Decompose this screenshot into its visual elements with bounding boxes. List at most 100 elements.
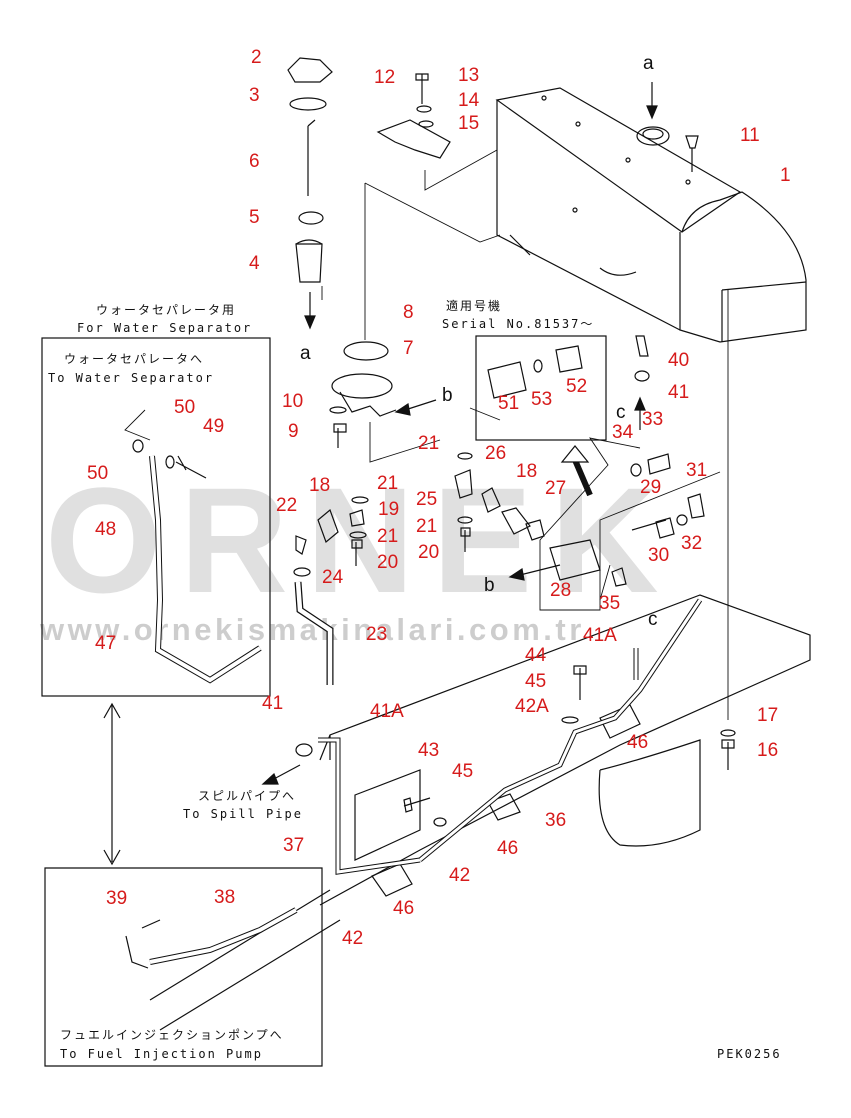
nipple-27: [525, 519, 545, 541]
part-label-18a: 18: [309, 475, 331, 496]
hose-38: [149, 907, 298, 965]
note-water-sep-title-jp: ウォータセパレータ用: [96, 303, 237, 317]
tube-23: [294, 581, 334, 685]
part-label-32: 32: [681, 533, 703, 554]
water-sep-hose: [149, 455, 262, 684]
part-label-21b: 21: [377, 473, 399, 494]
note-fuel-pump-jp: フュエルインジェクションポンプへ: [60, 1028, 284, 1042]
bracket: [376, 119, 451, 159]
view-letter-c-top: c: [616, 402, 626, 423]
pipe-41A: [318, 648, 639, 875]
doc-code: PEK0256: [717, 1047, 782, 1061]
bolt-9: [333, 423, 347, 448]
part-label-36: 36: [545, 810, 567, 831]
part-label-10: 10: [282, 391, 304, 412]
part-label-3: 3: [249, 85, 260, 106]
washer-10: [329, 406, 347, 414]
part-label-20a: 20: [377, 552, 399, 573]
gasket: [289, 97, 327, 111]
pipe-36: [418, 598, 703, 862]
part-label-21d: 21: [416, 516, 438, 537]
washer-21a: [351, 496, 369, 504]
part-label-21c: 21: [377, 526, 399, 547]
part-label-41a: 41: [668, 382, 690, 403]
connector-35: [611, 567, 627, 587]
part-label-14: 14: [458, 90, 480, 111]
part-label-42b: 42: [342, 928, 364, 949]
bolt-16: [721, 739, 735, 770]
part-label-52: 52: [566, 376, 588, 397]
ring-34: [630, 463, 642, 477]
view-letter-a-left: a: [300, 343, 311, 364]
part-label-6: 6: [249, 151, 260, 172]
part-label-20b: 20: [418, 542, 440, 563]
washer-21c: [457, 452, 473, 460]
part-label-2: 2: [251, 47, 262, 68]
part-label-31: 31: [686, 460, 708, 481]
double-arrow: [103, 702, 121, 866]
view-letter-c-bottom: c: [648, 609, 658, 630]
elbow-19: [349, 509, 365, 527]
serial-parts: [487, 345, 583, 399]
part-label-1: 1: [780, 165, 791, 186]
o-ring: [298, 211, 324, 225]
part-label-9: 9: [288, 421, 299, 442]
eyebolt-39: [125, 919, 161, 969]
part-label-16: 16: [757, 740, 779, 761]
dip-gauge: [307, 119, 316, 196]
cap-41-top: [634, 370, 650, 382]
nipple-26: [481, 487, 501, 513]
part-label-5: 5: [249, 207, 260, 228]
washer-50: [132, 439, 175, 469]
fuel-pump-inset-frame: [44, 867, 323, 1067]
part-label-37: 37: [283, 835, 305, 856]
filler-cap: [287, 57, 333, 83]
part-label-44: 44: [525, 645, 547, 666]
serial-inset-frame: [475, 335, 607, 441]
view-letter-b-bottom: b: [484, 575, 495, 596]
part-label-41b: 41: [262, 693, 284, 714]
note-serial-en: Serial No.81537～: [442, 317, 595, 331]
bolt-29: [631, 519, 667, 531]
part-label-33: 33: [642, 409, 664, 430]
part-label-48: 48: [95, 519, 117, 540]
filter-strainer: [295, 239, 323, 283]
part-label-45a: 45: [525, 671, 547, 692]
part-label-41Aa: 41A: [583, 625, 617, 646]
part-label-17: 17: [757, 705, 779, 726]
washer-45: [433, 817, 447, 827]
part-label-46a: 46: [627, 732, 649, 753]
part-label-46c: 46: [393, 898, 415, 919]
bolt-20b: [460, 527, 471, 552]
clamp-24: [293, 567, 311, 577]
breather-11: [685, 135, 699, 172]
part-label-7: 7: [403, 338, 414, 359]
note-water-sep-title-en: For Water Separator: [77, 321, 253, 335]
part-label-26: 26: [485, 443, 507, 464]
bolt-43: [403, 797, 431, 813]
note-spill-pipe-en: To Spill Pipe: [183, 807, 303, 821]
part-label-45b: 45: [452, 761, 474, 782]
part-label-23: 23: [366, 624, 388, 645]
part-label-30: 30: [648, 545, 670, 566]
part-label-51: 51: [498, 393, 520, 414]
gauge-unit-7: [331, 373, 397, 417]
part-label-24: 24: [322, 567, 344, 588]
part-label-22: 22: [276, 495, 298, 516]
part-label-18b: 18: [516, 461, 538, 482]
packing-8: [343, 341, 389, 361]
part-label-19: 19: [378, 499, 400, 520]
note-spill-pipe-jp: スピルパイプへ: [198, 789, 297, 803]
part-label-43: 43: [418, 740, 440, 761]
part-label-27: 27: [545, 478, 567, 499]
part-label-8: 8: [403, 302, 414, 323]
fuel-tank: [495, 87, 807, 343]
washer-21d: [457, 516, 473, 524]
part-label-53: 53: [531, 389, 553, 410]
cap-41-spill: [295, 743, 313, 757]
part-label-4: 4: [249, 253, 260, 274]
part-label-47: 47: [95, 633, 117, 654]
washer-42A: [561, 716, 579, 724]
part-label-50b: 50: [87, 463, 109, 484]
